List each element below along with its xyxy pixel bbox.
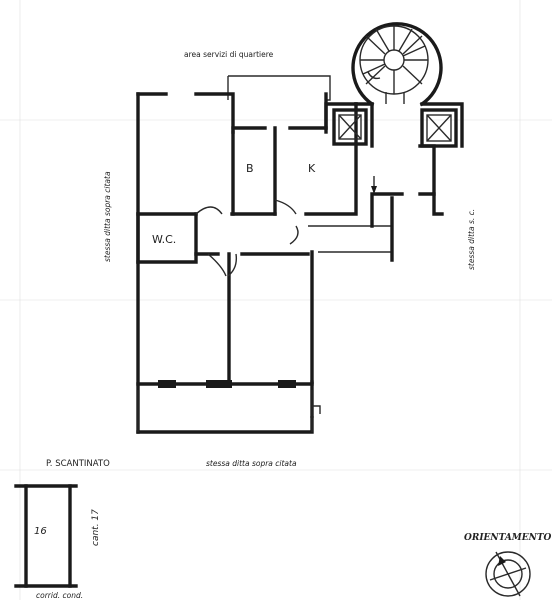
top-room bbox=[227, 75, 331, 101]
door-swings bbox=[158, 199, 299, 388]
bottom-side-label: stessa ditta sopra citata bbox=[206, 459, 297, 468]
orientation: ORIENTAMENTO bbox=[464, 533, 552, 597]
right-side-label: stessa ditta s. c. bbox=[467, 209, 476, 270]
room-wc-label: W.C. bbox=[152, 233, 176, 246]
balcony bbox=[137, 390, 321, 432]
room-k-label: K bbox=[308, 162, 316, 175]
compass-icon bbox=[485, 551, 531, 597]
orientation-label: ORIENTAMENTO bbox=[464, 533, 552, 543]
basement-plan: P. SCANTINATO 16 cant. 17 corrid. cond. bbox=[14, 459, 110, 600]
interior-walls bbox=[136, 126, 394, 386]
left-side-label: stessa ditta sopra citata bbox=[103, 171, 112, 262]
cellar-side-label: cant. 17 bbox=[91, 509, 101, 546]
elevator-left bbox=[332, 108, 368, 146]
room-b-label: B bbox=[246, 162, 254, 175]
corridor-label: corrid. cond. bbox=[36, 591, 83, 600]
spiral-staircase-icon bbox=[351, 22, 443, 107]
basement-title: P. SCANTINATO bbox=[46, 459, 110, 469]
top-area-label: area servizi di quartiere bbox=[184, 50, 274, 59]
stair-hall bbox=[354, 102, 464, 228]
elevator-right bbox=[420, 108, 458, 148]
cellar-number: 16 bbox=[34, 526, 47, 537]
